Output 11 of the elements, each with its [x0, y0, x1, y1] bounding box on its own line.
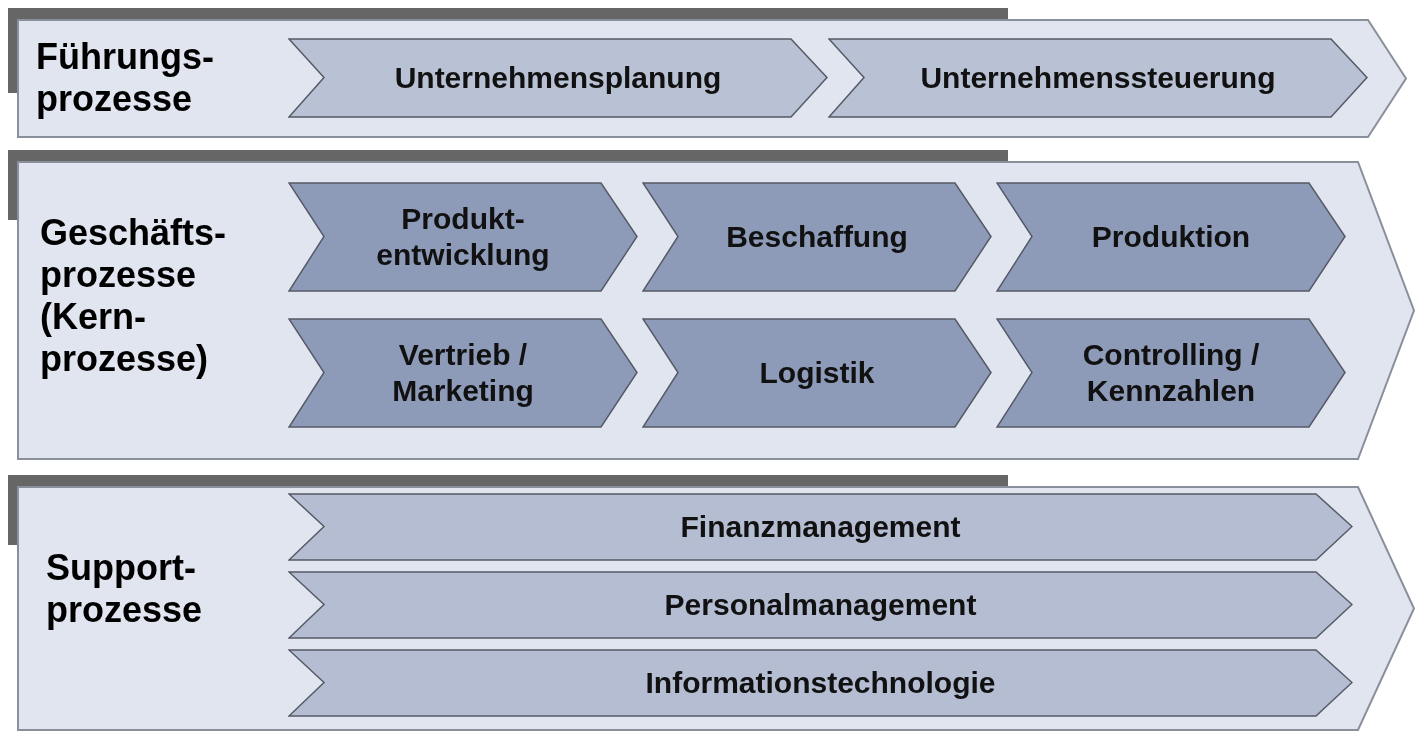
band-heading: Geschäfts- prozesse (Kern- prozesse)	[40, 212, 228, 380]
process-step: Personalmanagement	[288, 571, 1353, 639]
process-step: Informationstechnologie	[288, 649, 1353, 717]
process-band	[8, 150, 1416, 460]
band-heading: Support- prozesse	[46, 547, 204, 631]
process-step: Finanzmanagement	[288, 493, 1353, 561]
process-band	[8, 8, 1410, 138]
process-step: Unternehmenssteuerung	[828, 38, 1368, 118]
process-step: Unternehmensplanung	[288, 38, 828, 118]
process-band	[8, 475, 1416, 731]
band-heading: Führungs- prozesse	[36, 36, 215, 120]
